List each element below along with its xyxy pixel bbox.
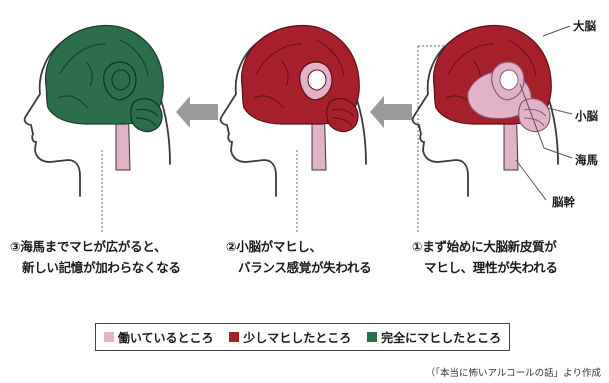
source-credit: （「本当に怖いアルコールの話」より作成	[425, 368, 601, 379]
legend-label: 働いているところ	[117, 330, 214, 345]
label-cerebrum: 大脳	[573, 19, 596, 33]
label-leaders	[515, 25, 573, 201]
leader-cerebrum	[542, 25, 571, 37]
caption-stage-1: ①まず始めに大脳新皮質が マヒし、理性が失われる	[412, 236, 558, 278]
arrow-left-icon	[176, 96, 218, 128]
head-stage-3	[23, 24, 171, 197]
leader-brainstem	[515, 159, 547, 201]
head-stage-2	[219, 24, 367, 197]
caption-line: ②小脳がマヒし、	[226, 239, 322, 254]
label-cerebellum: 小脳	[575, 109, 598, 123]
hippocampus-inner	[499, 69, 519, 91]
caption-line: ①まず始めに大脳新皮質が	[412, 239, 557, 254]
label-hippocampus: 海馬	[575, 153, 598, 167]
legend-item-partial: 少しマヒしたところ	[229, 329, 351, 346]
legend-swatch	[229, 332, 240, 342]
hippocampus-inner	[307, 69, 327, 91]
caption-line: 新しい記憶が加わらなくなる	[22, 260, 181, 275]
legend-label: 完全にマヒしたところ	[381, 330, 502, 345]
head-stage-1	[411, 24, 559, 197]
caption-stage-2: ②小脳がマヒし、 バランス感覚が失われる	[226, 236, 372, 278]
legend-label: 少しマヒしたところ	[243, 330, 352, 345]
caption-guides	[101, 45, 452, 232]
label-brainstem: 脳幹	[552, 195, 575, 209]
legend-swatch	[367, 332, 378, 342]
caption-line: バランス感覚が失われる	[238, 260, 372, 275]
leader-hippocampus-end	[543, 147, 573, 159]
legend-item-complete: 完全にマヒしたところ	[367, 329, 501, 346]
leader-hippocampus	[519, 83, 545, 149]
legend-swatch	[103, 332, 114, 342]
legend-item-working: 働いているところ	[103, 329, 214, 346]
leader-cerebellum	[547, 107, 573, 115]
caption-line: ③海馬までマヒが広がると、	[10, 239, 167, 254]
caption-stage-3: ③海馬までマヒが広がると、 新しい記憶が加わらなくなる	[10, 236, 181, 278]
arrow-left-icon	[370, 96, 412, 128]
caption-line: マヒし、理性が失われる	[424, 260, 558, 275]
legend: 働いているところ 少しマヒしたところ 完全にマヒしたところ	[95, 323, 510, 351]
